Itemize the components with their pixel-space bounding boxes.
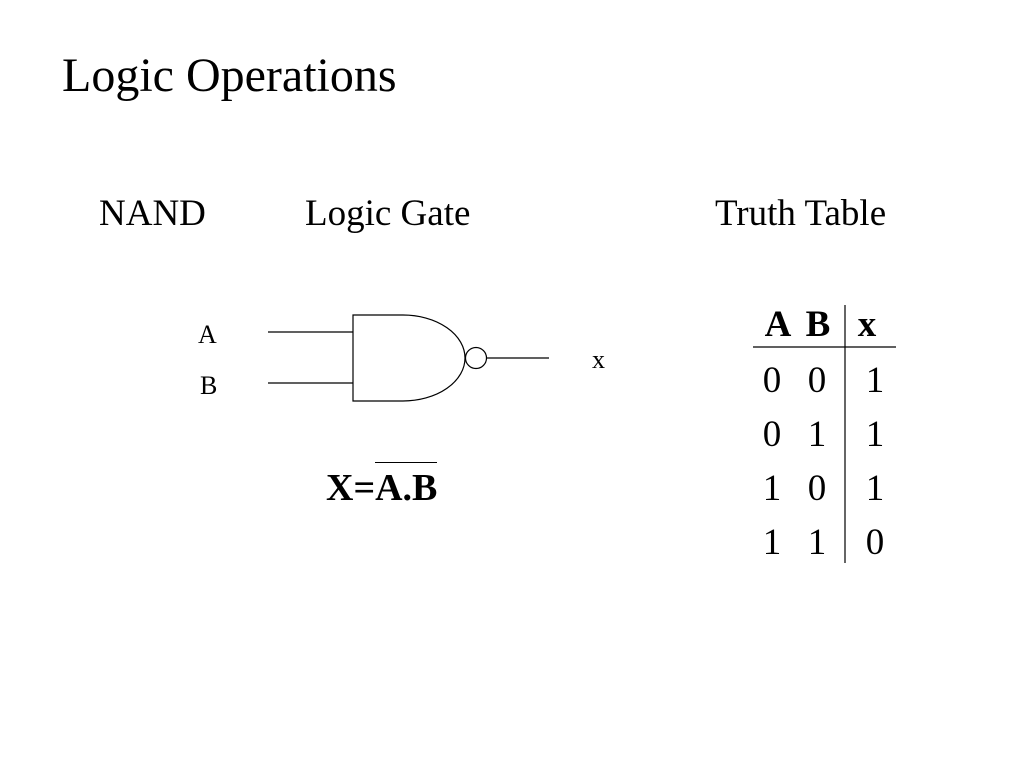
truth-table-cell: 1 <box>865 360 885 401</box>
inversion-bubble <box>464 346 488 370</box>
truth-table-cell: 0 <box>865 522 885 563</box>
truth-table-cell: 1 <box>807 522 827 563</box>
truth-table-cell: 0 <box>762 360 782 401</box>
truth-table-cell: 0 <box>807 468 827 509</box>
truth-table-header-x: x <box>857 304 877 345</box>
logic-gate-heading: Logic Gate <box>305 193 471 234</box>
truth-table-cell: 0 <box>807 360 827 401</box>
output-x-label: x <box>592 345 605 374</box>
truth-table-cell: 1 <box>865 468 885 509</box>
truth-table-header-a: A <box>764 304 792 345</box>
input-b-label: B <box>200 371 218 400</box>
page-title: Logic Operations <box>62 49 397 102</box>
equation-lhs: X= <box>326 467 376 509</box>
truth-table-cell: 1 <box>865 414 885 455</box>
truth-table-header-b: B <box>805 304 831 345</box>
truth-table-cell: 1 <box>762 468 782 509</box>
truth-table-cell: 1 <box>762 522 782 563</box>
gate-name-heading: NAND <box>99 193 206 234</box>
input-a-label: A <box>198 320 217 349</box>
truth-table-cell: 0 <box>762 414 782 455</box>
boolean-equation: X=A.B <box>326 462 438 512</box>
truth-table-heading: Truth Table <box>715 193 887 234</box>
truth-table-cell: 1 <box>807 414 827 455</box>
equation-overlined-term: A.B <box>375 462 438 512</box>
